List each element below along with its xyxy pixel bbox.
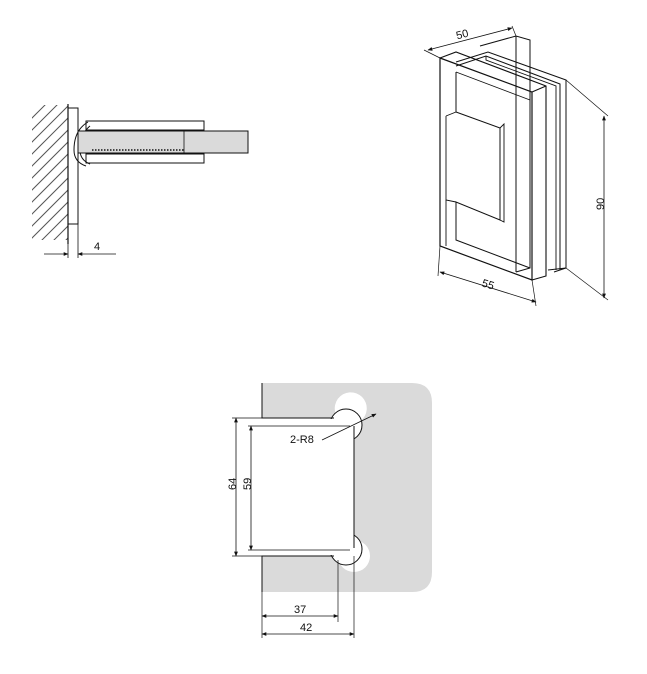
dim-outer-64: 64 [227,478,239,490]
wall-hatch [32,105,68,240]
glass-panel [77,130,249,154]
leaf-cutout [455,72,531,269]
glass-panel-cutout [262,383,432,592]
dim-total-42: 42 [300,622,312,634]
dim-gap-4: 4 [94,241,100,253]
wall-plate [67,107,79,225]
dim-inner-59: 59 [242,478,254,490]
side-view: 4 [32,104,249,258]
radius-label: 2-R8 [290,434,314,446]
iso-view: 50 90 55 [423,25,609,307]
dim-width-55: 55 [480,277,495,292]
dim-height-90: 90 [595,198,607,210]
upper-clamp [85,120,205,131]
lower-clamp [85,153,205,164]
dim-depth-50: 50 [455,28,470,43]
dim-notch-37: 37 [294,604,306,616]
front-plate [439,57,533,281]
cutout-view: 64 59 2-R8 37 42 [227,383,432,638]
